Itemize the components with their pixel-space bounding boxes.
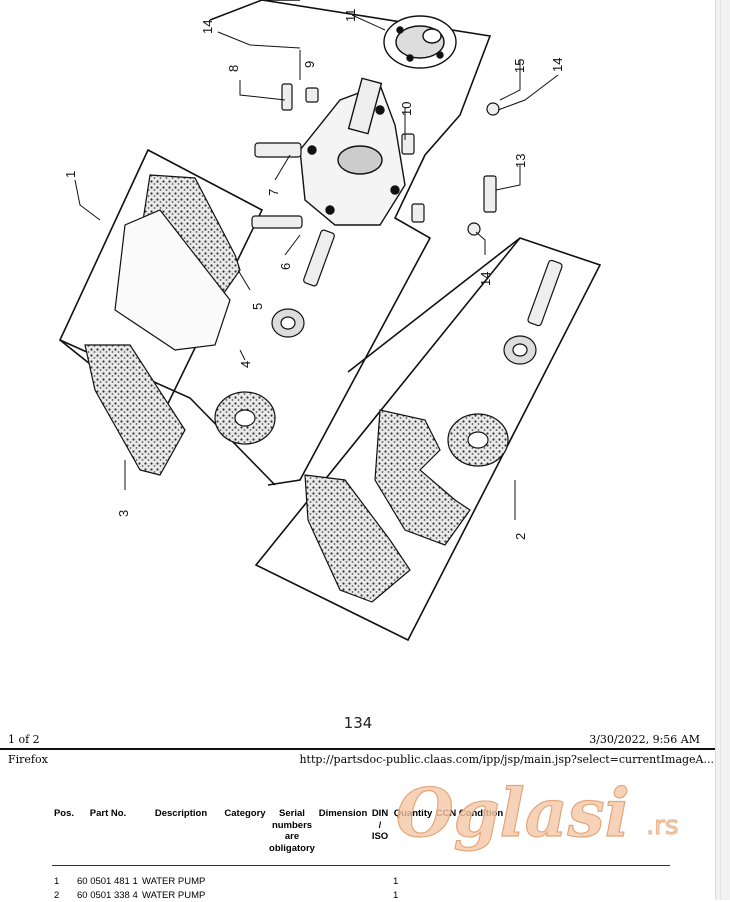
bolt-parts: [251, 83, 563, 327]
callout-leader-lines: [74, 14, 559, 520]
col-header-din: DIN / ISO: [371, 808, 389, 842]
pulley-part: [383, 15, 457, 69]
oglasi-watermark-logo: Oglasi .rs: [396, 773, 679, 852]
gasket-2b: [374, 409, 471, 546]
watermark-tld: .rs: [646, 811, 679, 841]
callout-7: 7: [266, 189, 281, 196]
callout-9: 9: [302, 61, 317, 68]
col-header-quantity: Quantity: [393, 808, 433, 819]
seal-parts: [271, 308, 537, 365]
callout-14-top: 14: [200, 20, 215, 34]
col-header-category: Category: [224, 808, 266, 819]
frame-group-2: [254, 237, 602, 642]
callout-8: 8: [226, 65, 241, 72]
callout-4: 4: [238, 361, 253, 368]
pump-housing-part: [299, 77, 406, 226]
impeller-parts: [214, 391, 509, 467]
page-number: 134: [343, 714, 373, 732]
table-row: 2 60 0501 338 4 WATER PUMP 1: [52, 890, 670, 902]
watermark-brand: Oglasi: [396, 774, 630, 852]
row-description: WATER PUMP: [142, 890, 206, 901]
col-header-dimension: Dimension: [318, 808, 368, 819]
col-header-condition: Condition: [458, 808, 504, 819]
table-row: 1 60 0501 481 1 WATER PUMP 1: [52, 876, 670, 888]
callout-13: 13: [513, 154, 528, 168]
row-part-no: 60 0501 481 1: [77, 876, 138, 887]
browser-name: Firefox: [8, 753, 48, 766]
frame-pump-top: [209, 0, 300, 21]
col-header-pos: Pos.: [53, 808, 75, 819]
gasket-2a: [304, 474, 411, 603]
exploded-parts-diagram: 1 2 3 4 5 6 7 8 9 10 11 13 14 14 14 15: [59, 0, 602, 642]
callout-2: 2: [513, 533, 528, 540]
frame-group-2-inner: [347, 237, 521, 373]
callout-6: 6: [278, 263, 293, 270]
callout-14-low: 14: [478, 272, 493, 286]
table-header-rule: [52, 865, 670, 866]
callout-15: 15: [512, 59, 527, 73]
col-header-serial: Serial numbers are obligatory: [269, 808, 315, 854]
row-pos: 1: [54, 876, 60, 887]
col-header-description: Description: [154, 808, 208, 819]
row-quantity: 1: [393, 876, 399, 887]
print-timestamp: 3/30/2022, 9:56 AM: [589, 733, 700, 746]
col-header-part-no: Part No.: [89, 808, 127, 819]
gasket-3: [84, 344, 186, 476]
row-quantity: 1: [393, 890, 399, 901]
page-counter: 1 of 2: [8, 733, 40, 746]
row-part-no: 60 0501 338 4: [77, 890, 138, 901]
callout-11: 11: [343, 9, 358, 23]
page-url: http://partsdoc-public.claas.com/ipp/jsp…: [299, 753, 714, 766]
frame-pump-body: [261, 0, 492, 486]
cover-plate-part: [114, 209, 231, 351]
callout-10: 10: [399, 102, 414, 116]
page-separator: [0, 748, 716, 750]
gasket-parts: [84, 174, 471, 603]
row-pos: 2: [54, 890, 60, 901]
pdf-page: 1 2 3 4 5 6 7 8 9 10 11 13 14 14 14 15 1…: [8, 0, 700, 746]
callout-1: 1: [63, 171, 78, 178]
vertical-scrollbar[interactable]: [715, 0, 730, 900]
col-header-ccn: CCN: [435, 808, 457, 819]
callout-14-mid: 14: [550, 58, 565, 72]
callout-5: 5: [250, 303, 265, 310]
row-description: WATER PUMP: [142, 876, 206, 887]
callout-3: 3: [116, 510, 131, 517]
